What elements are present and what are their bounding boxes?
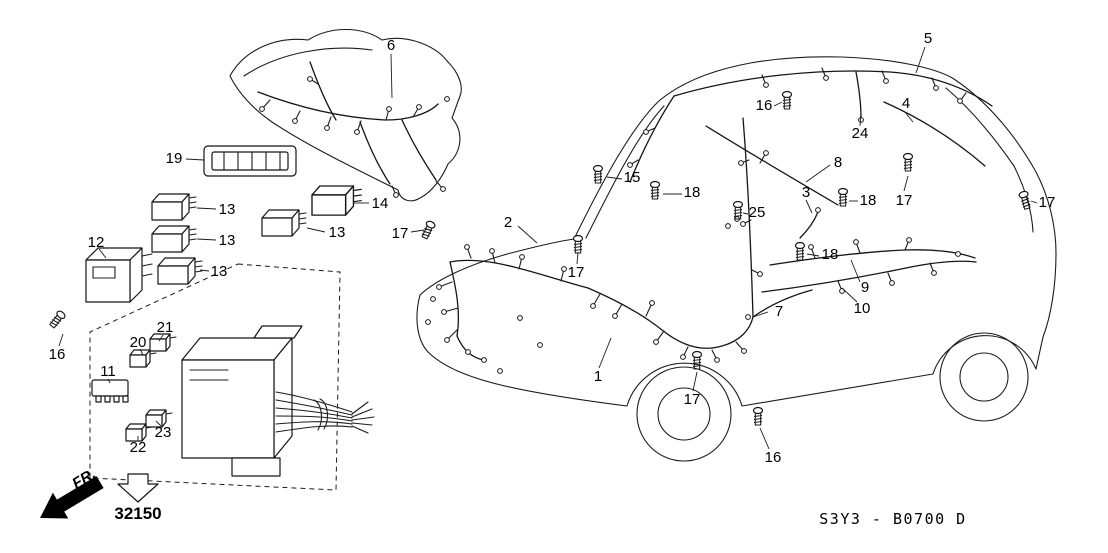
car-outline: [416, 56, 1057, 407]
callout-13-b: 13: [219, 232, 236, 249]
rear-wheel: [939, 332, 1029, 422]
connector-11: [91, 379, 129, 403]
rear-wheel-hub: [959, 352, 1009, 402]
connector-stubs: [261, 67, 967, 361]
callout-25: 25: [749, 204, 766, 221]
connector-13: [157, 257, 203, 285]
callout-21: 21: [157, 319, 174, 336]
connector-19: [203, 145, 297, 177]
connector-13: [151, 225, 197, 253]
relay-21: [149, 333, 177, 352]
relay-box-12: [85, 247, 153, 303]
callout-24: 24: [852, 125, 869, 142]
car-body: [416, 56, 1057, 462]
rear-window-line: [945, 87, 1015, 167]
callout-17-c: 17: [568, 264, 585, 281]
floor-harness: [587, 287, 754, 349]
bolt-icon: [732, 200, 744, 220]
bolt-icon: [902, 152, 914, 172]
callout-23: 23: [155, 424, 172, 441]
b-pillar-harness: [742, 117, 754, 318]
wire-bundle: [275, 391, 375, 434]
relay-20: [129, 349, 157, 368]
callout-8: 8: [834, 154, 842, 171]
trunk-line: [1013, 165, 1034, 233]
callout-7: 7: [775, 303, 783, 320]
leader-lines: [58, 46, 1038, 450]
connector-13: [261, 209, 307, 237]
front-harness: [449, 261, 460, 337]
callout-3: 3: [802, 184, 810, 201]
bolt-icon: [592, 164, 604, 184]
callout-11: 11: [100, 363, 116, 380]
callout-22: 22: [130, 439, 147, 456]
callout-16-top: 16: [756, 97, 773, 114]
callout-18-c: 18: [822, 246, 839, 263]
callout-17-a: 17: [392, 225, 409, 242]
inset-boundary: [89, 263, 341, 491]
bolt-icon: [837, 187, 849, 207]
part-code: S3Y3 - B0700 D: [819, 510, 966, 528]
fuse-box: [181, 325, 303, 477]
callout-17-right: 17: [1039, 194, 1056, 211]
callout-13-a: 13: [219, 201, 236, 218]
bolt-icon: [47, 309, 67, 330]
rear-floor-harness-9: [769, 249, 976, 266]
rear-pillar-harness: [883, 101, 986, 167]
front-wheel-hub: [657, 387, 711, 441]
instrument-harness: [229, 28, 462, 202]
down-arrow-icon: [117, 473, 159, 503]
connector-13: [151, 193, 197, 221]
rear-floor-harness-10: [761, 260, 977, 293]
callout-17-d: 17: [684, 391, 701, 408]
callout-2: 2: [504, 214, 512, 231]
callout-16-left: 16: [49, 346, 66, 363]
fuse-box-inset: [89, 263, 375, 491]
bolt-icon: [691, 350, 703, 370]
callout-18-a: 18: [684, 184, 701, 201]
callout-16-bottom: 16: [765, 449, 782, 466]
cabin-harness: [449, 259, 589, 289]
callout-4: 4: [902, 95, 910, 112]
callout-19: 19: [166, 150, 183, 167]
callout-15: 15: [624, 169, 641, 186]
roof-harness: [673, 70, 993, 107]
callout-17-b: 17: [896, 192, 913, 209]
callout-6: 6: [387, 37, 395, 54]
harness-wires: [449, 70, 993, 361]
callout-13-d: 13: [329, 224, 346, 241]
side-harness: [705, 125, 839, 206]
callout-12: 12: [88, 234, 105, 251]
bolt-icon: [781, 90, 793, 110]
bolt-icon: [649, 180, 661, 200]
bolt-icon: [794, 241, 806, 261]
connector-dots: [259, 75, 963, 374]
callout-1: 1: [594, 368, 602, 385]
connector-14: [311, 185, 362, 216]
callouts: 6 5 16 24 4 8 19 15 18 14 13 3 18 17 17 …: [49, 30, 1056, 466]
bolt-icon: [752, 406, 764, 426]
callout-20: 20: [130, 334, 147, 351]
windshield-line: [585, 105, 665, 239]
front-wheel: [636, 366, 732, 462]
callout-13-c: 13: [211, 263, 228, 280]
callout-18-b: 18: [860, 192, 877, 209]
callout-9: 9: [861, 279, 869, 296]
callout-5: 5: [924, 30, 932, 47]
inset-ref-label: 32150: [114, 504, 161, 523]
bolt-icon: [1017, 189, 1033, 211]
callout-10: 10: [854, 300, 871, 317]
callout-14: 14: [372, 195, 389, 212]
bolt-icon: [572, 234, 584, 254]
fr-direction-arrow: FR.: [40, 465, 104, 519]
